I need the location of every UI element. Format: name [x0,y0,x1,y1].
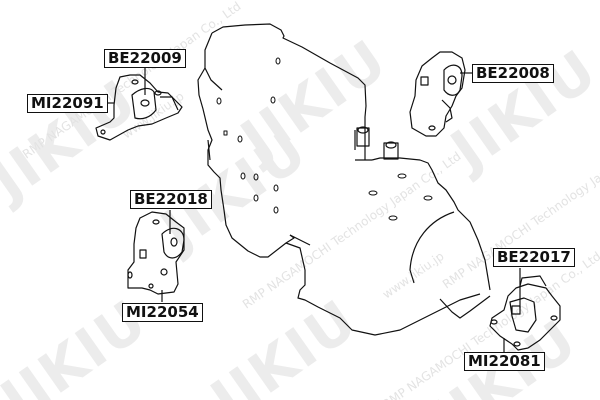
part-label-be22009[interactable]: BE22009 [104,49,186,68]
part-label-be22018[interactable]: BE22018 [130,190,212,209]
engine-block-outline [197,23,491,336]
part-label-mi22081[interactable]: MI22081 [464,352,545,371]
part-label-be22017[interactable]: BE22017 [493,248,575,267]
part-label-be22008[interactable]: BE22008 [472,64,554,83]
part-label-mi22091[interactable]: MI22091 [27,94,108,113]
mount-be22008-drawing [409,51,466,137]
part-label-mi22054[interactable]: MI22054 [122,303,203,322]
mount-mi22091-drawing [95,74,183,141]
mount-mi22054-drawing [127,211,185,295]
engine-holes [216,57,433,221]
mount-mi22081-drawing [489,275,561,351]
